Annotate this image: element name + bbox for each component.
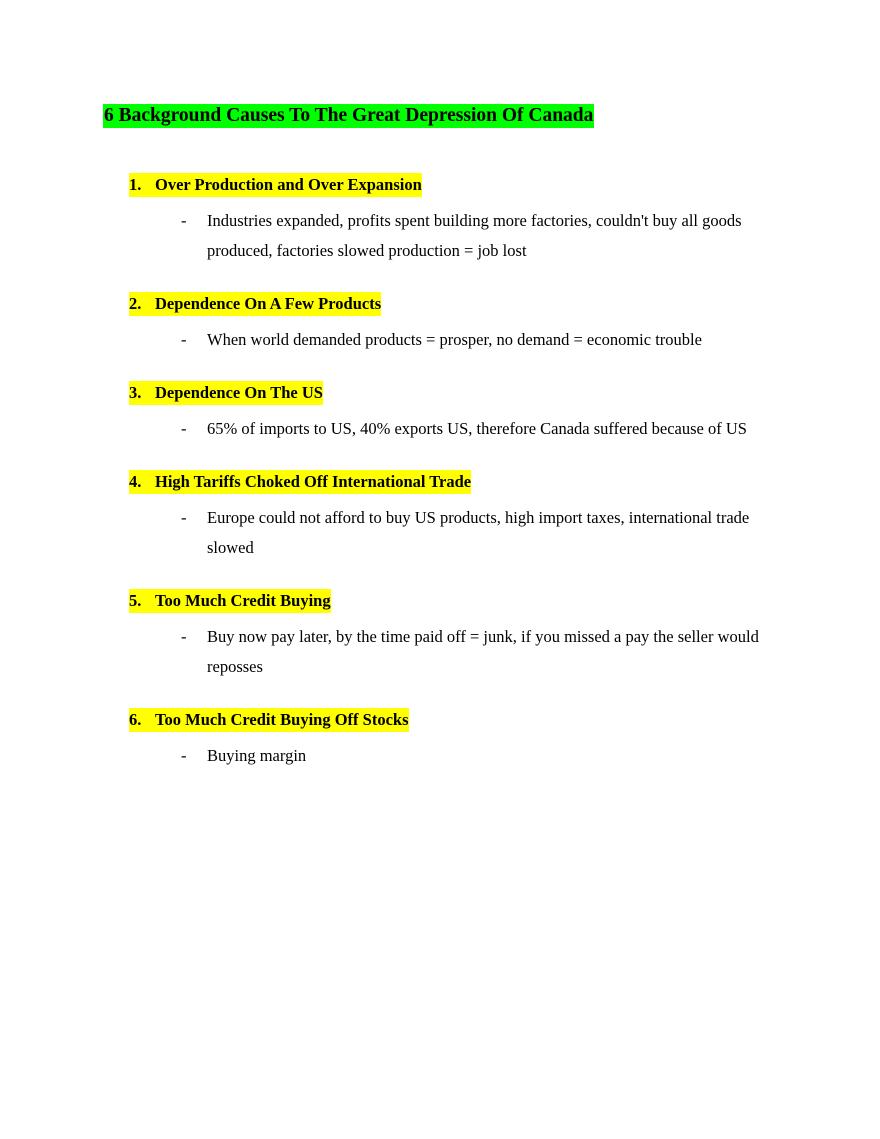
bullet-point: - Buy now pay later, by the time paid of… (129, 622, 767, 682)
cause-heading: 4. High Tariffs Choked Off International … (129, 470, 787, 494)
bullet-point: - Industries expanded, profits spent bui… (129, 206, 787, 266)
heading-highlight: 1. Over Production and Over Expansion (129, 173, 422, 197)
cause-heading: 5. Too Much Credit Buying (129, 589, 767, 613)
heading-text: Dependence On The US (155, 383, 323, 402)
cause-item-2: 2. Dependence On A Few Products - When wo… (129, 292, 787, 355)
heading-highlight: 4. High Tariffs Choked Off International … (129, 470, 472, 494)
bullet-text: Buy now pay later, by the time paid off … (207, 627, 759, 676)
dash-bullet-icon: - (181, 419, 187, 438)
bullet-point: - 65% of imports to US, 40% exports US, … (129, 414, 807, 444)
item-number: 3. (129, 383, 142, 402)
item-number: 2. (129, 294, 142, 313)
heading-text: Too Much Credit Buying (155, 591, 331, 610)
item-number: 1. (129, 175, 142, 194)
cause-item-4: 4. High Tariffs Choked Off International … (129, 470, 787, 563)
cause-item-1: 1. Over Production and Over Expansion - I… (129, 173, 787, 266)
dash-bullet-icon: - (181, 211, 187, 230)
title-highlight: 6 Background Causes To The Great Depress… (103, 104, 595, 128)
bullet-point: - Europe could not afford to buy US prod… (129, 503, 787, 563)
bullet-text: Europe could not afford to buy US produc… (207, 508, 750, 557)
item-number: 6. (129, 710, 142, 729)
cause-heading: 1. Over Production and Over Expansion (129, 173, 787, 197)
heading-highlight: 6. Too Much Credit Buying Off Stocks (129, 708, 409, 732)
heading-text: Too Much Credit Buying Off Stocks (155, 710, 409, 729)
dash-bullet-icon: - (181, 508, 187, 527)
cause-item-3: 3. Dependence On The US - 65% of imports … (129, 381, 807, 444)
bullet-text: Industries expanded, profits spent build… (207, 211, 742, 260)
dash-bullet-icon: - (181, 330, 187, 349)
cause-item-5: 5. Too Much Credit Buying - Buy now pay l… (129, 589, 767, 682)
cause-heading: 6. Too Much Credit Buying Off Stocks (129, 708, 787, 732)
heading-text: High Tariffs Choked Off International Tr… (155, 472, 472, 491)
heading-highlight: 2. Dependence On A Few Products (129, 292, 382, 316)
bullet-text: When world demanded products = prosper, … (207, 330, 702, 349)
cause-heading: 2. Dependence On A Few Products (129, 292, 787, 316)
bullet-point: - When world demanded products = prosper… (129, 325, 787, 355)
bullet-text: 65% of imports to US, 40% exports US, th… (207, 419, 747, 438)
item-number: 4. (129, 472, 142, 491)
document-title: 6 Background Causes To The Great Depress… (103, 103, 595, 129)
heading-text: Over Production and Over Expansion (155, 175, 422, 194)
item-number: 5. (129, 591, 142, 610)
heading-highlight: 3. Dependence On The US (129, 381, 323, 405)
cause-item-6: 6. Too Much Credit Buying Off Stocks - Bu… (129, 708, 787, 771)
bullet-text: Buying margin (207, 746, 307, 765)
heading-highlight: 5. Too Much Credit Buying (129, 589, 331, 613)
dash-bullet-icon: - (181, 746, 187, 765)
bullet-point: - Buying margin (129, 741, 787, 771)
cause-heading: 3. Dependence On The US (129, 381, 807, 405)
heading-text: Dependence On A Few Products (155, 294, 382, 313)
dash-bullet-icon: - (181, 627, 187, 646)
